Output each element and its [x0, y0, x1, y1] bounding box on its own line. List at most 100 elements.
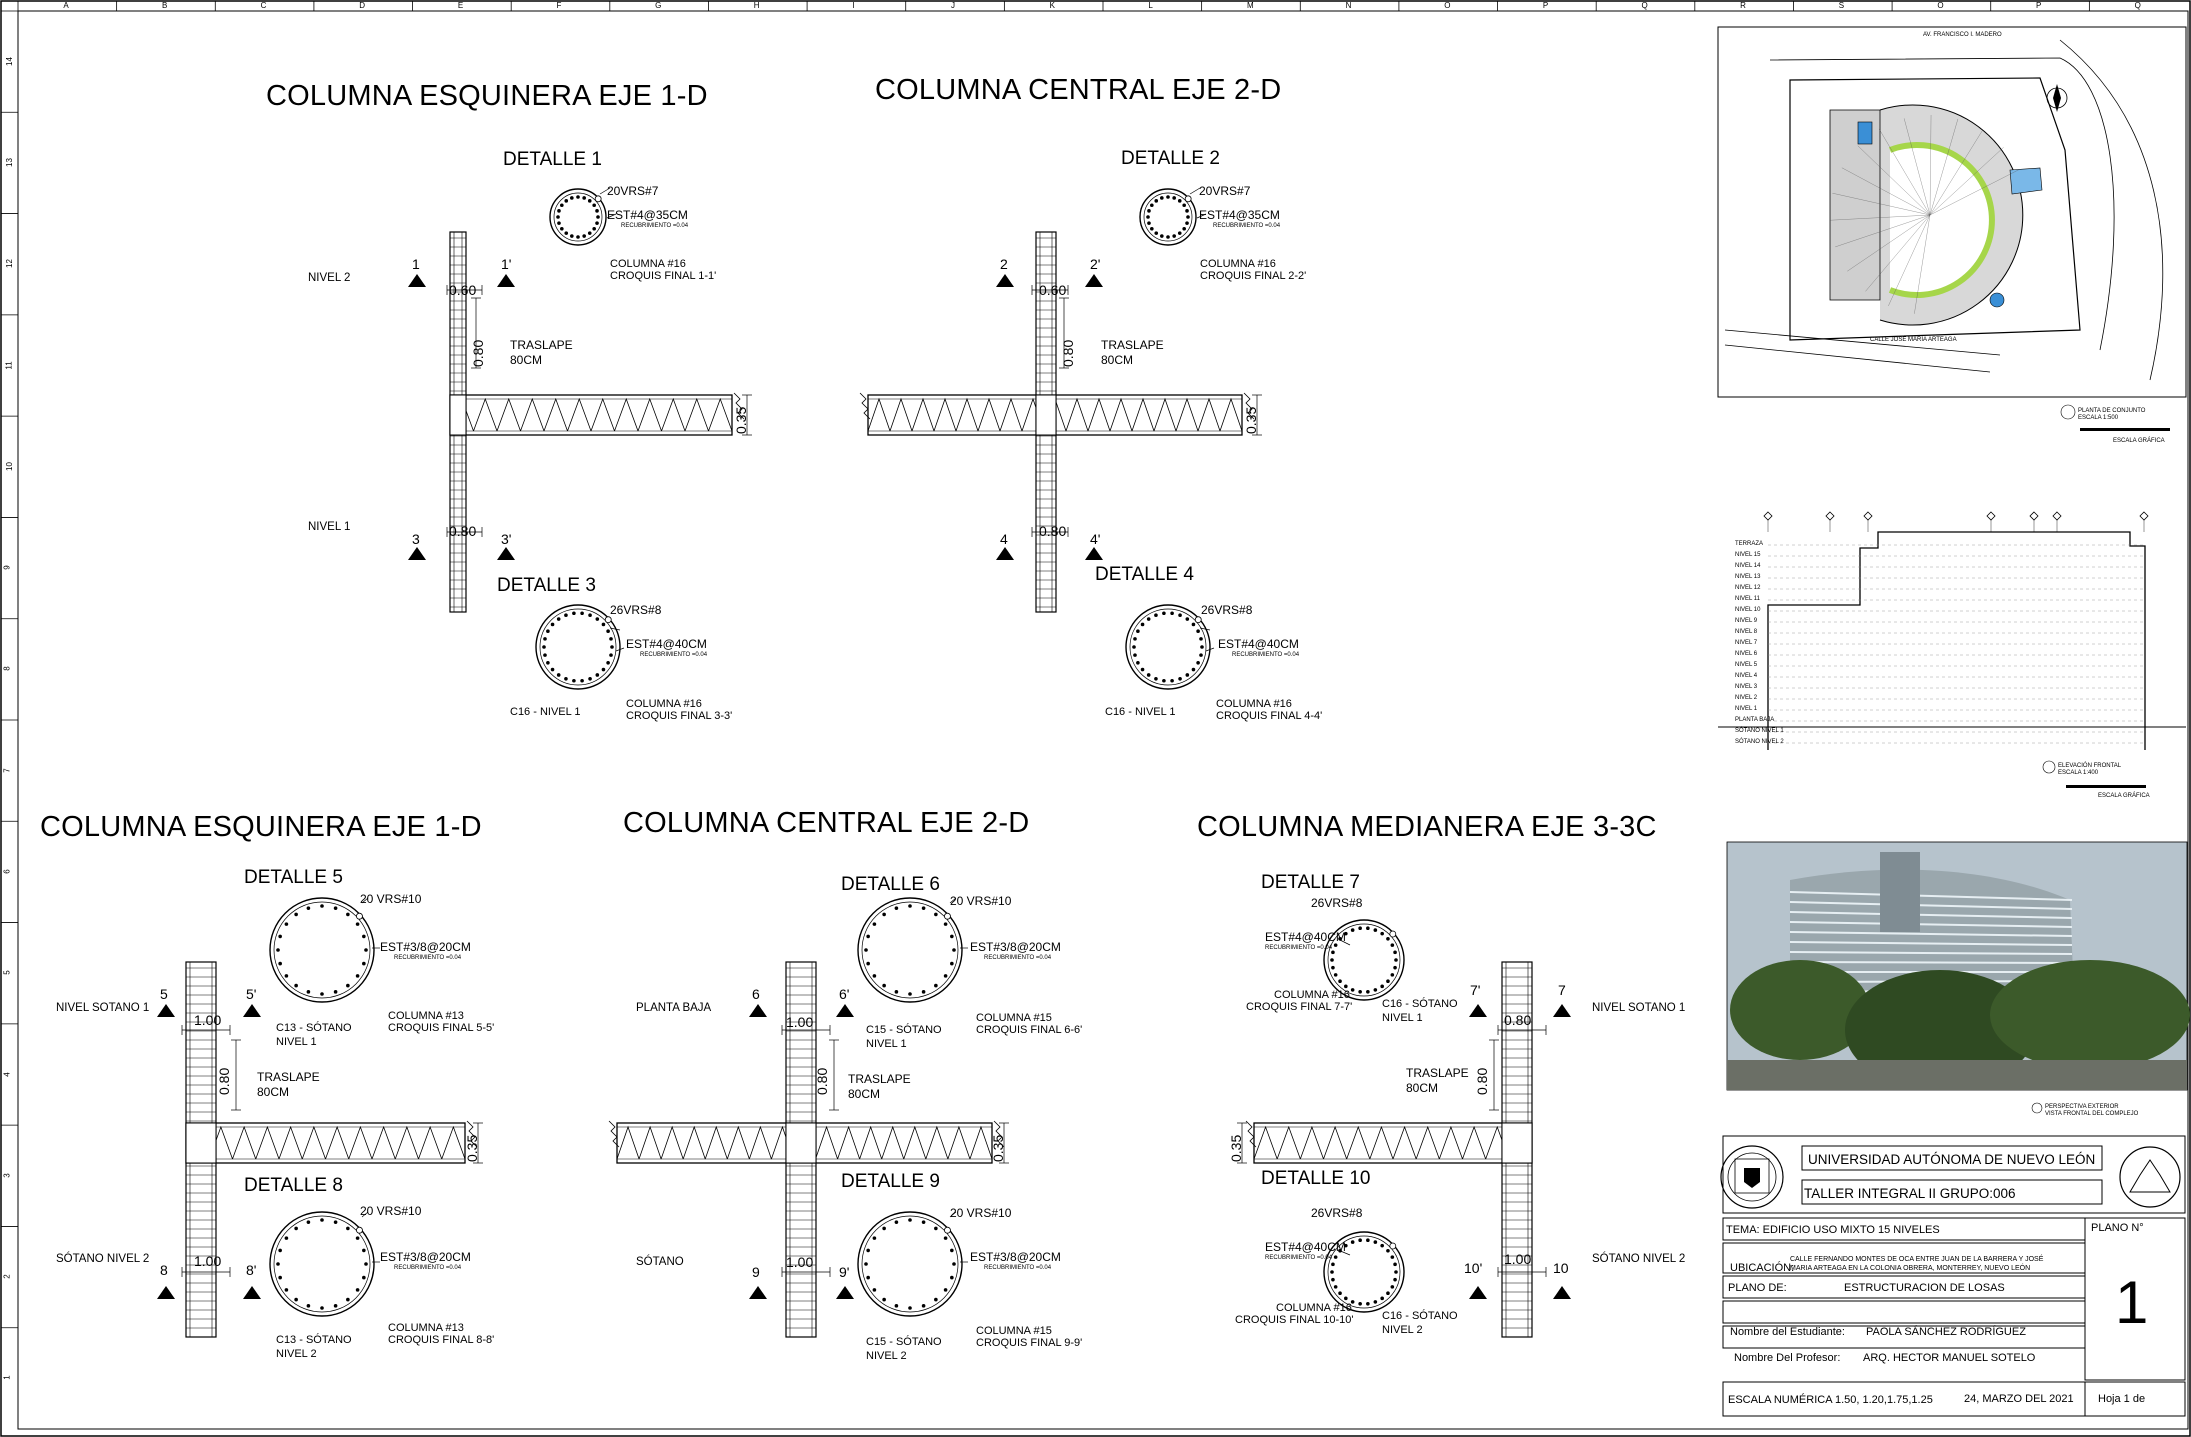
axis-mark: 4	[1000, 531, 1008, 547]
cover-note: RECUBRIMIENTO =0.04	[984, 955, 1052, 961]
grid-col-label: M	[1246, 1, 1254, 10]
elevation-caption: ELEVACIÓN FRONTAL	[2058, 763, 2122, 769]
rebar-label: 20 VRS#10	[950, 1206, 1012, 1220]
dimension-label: 1.00	[786, 1254, 814, 1270]
column-note: COLUMNA #16	[1200, 258, 1276, 270]
cover-note: RECUBRIMIENTO =0.04	[1213, 223, 1281, 229]
level-marker	[497, 274, 515, 287]
structural-details	[157, 187, 1571, 1338]
elevation-level: NIVEL 3	[1735, 684, 1758, 690]
level-label: NIVEL SOTANO 1	[56, 1002, 150, 1014]
grid-col-label: C	[260, 1, 267, 10]
column-section	[857, 1211, 963, 1317]
level-marker	[836, 1004, 854, 1017]
elevation-scale: ESCALA GRÁFICA	[2098, 793, 2150, 799]
dimension-label: 0.80	[1474, 1067, 1490, 1095]
grid-col-label: Q	[1641, 1, 1648, 10]
stirrup-label: EST#3/8@20CM	[380, 940, 471, 954]
cover-note: RECUBRIMIENTO =0.04	[1265, 1255, 1333, 1261]
dimension-label: 0.35	[1243, 406, 1259, 434]
column-section	[549, 188, 607, 246]
detail-title: DETALLE 8	[244, 1175, 343, 1196]
cover-note: RECUBRIMIENTO =0.04	[621, 223, 689, 229]
level-marker	[749, 1286, 767, 1299]
dimension-label: 1.00	[786, 1014, 814, 1030]
column-section	[269, 897, 375, 1003]
axis-mark: 10'	[1464, 1260, 1483, 1276]
rebar-label: 26VRS#8	[1201, 603, 1253, 617]
level-marker	[749, 1004, 767, 1017]
grid-row-label: 10	[4, 461, 14, 471]
column-note: COLUMNA #15	[976, 1325, 1052, 1337]
rebar-label: 20 VRS#10	[950, 894, 1012, 908]
section-name: NIVEL 1	[866, 1038, 907, 1050]
rebar-label: 26VRS#8	[610, 603, 662, 617]
grid-row-label: 3	[2, 1173, 12, 1178]
plano-number: 1	[2115, 1269, 2149, 1336]
traslape-label: TRASLAPE	[1101, 338, 1164, 352]
grid-col-label: G	[655, 1, 662, 10]
axis-mark: 1'	[501, 256, 512, 272]
render-caption: PERSPECTIVA EXTERIOR	[2045, 1104, 2119, 1110]
traslape-label: TRASLAPE	[848, 1072, 911, 1086]
column-section	[1125, 604, 1211, 690]
grid-row-label: 7	[2, 767, 12, 773]
level-marker	[243, 1286, 261, 1299]
inset-drawings	[1717, 26, 2190, 1114]
grid-row-label: 11	[4, 360, 14, 370]
elevation-level: SÓTANO NIVEL 2	[1735, 739, 1784, 745]
dimension-label: 1.00	[1504, 1251, 1532, 1267]
date: 24, MARZO DEL 2021	[1964, 1393, 2074, 1405]
elevation-level: TERRAZA	[1735, 541, 1764, 547]
section-name: C16 - SÓTANO	[1382, 1310, 1458, 1322]
elevation-level: NIVEL 12	[1735, 585, 1761, 591]
detail-title: DETALLE 6	[841, 874, 940, 895]
section-name: C16 - NIVEL 1	[1105, 706, 1176, 718]
level-label: SÓTANO NIVEL 2	[1592, 1253, 1686, 1265]
axis-mark: 9'	[839, 1264, 850, 1280]
column-note: COLUMNA #16	[1216, 698, 1292, 710]
axis-mark: 8	[160, 1262, 168, 1278]
grid-row-label: 14	[4, 56, 14, 66]
level-marker	[157, 1286, 175, 1299]
title-central-bottom: COLUMNA CENTRAL EJE 2-D	[623, 807, 1030, 839]
detail-title: DETALLE 2	[1121, 148, 1220, 169]
cover-note: RECUBRIMIENTO =0.04	[984, 1265, 1052, 1271]
grid-row-label: 4	[2, 1071, 12, 1077]
grid-col-label: J	[951, 1, 956, 10]
cover-note: RECUBRIMIENTO =0.04	[640, 652, 708, 658]
dimension-label: 0.60	[1039, 282, 1067, 298]
dimension-label: 1.00	[194, 1253, 222, 1269]
dimension-label: 0.60	[449, 282, 477, 298]
grid-col-label: S	[1838, 1, 1845, 10]
level-marker	[1085, 547, 1103, 560]
section-name: NIVEL 2	[276, 1348, 317, 1360]
dimension-label: 0.35	[733, 406, 749, 434]
stirrup-label: EST#3/8@20CM	[970, 1250, 1061, 1264]
grid-column-band	[17, 0, 2188, 12]
section-name: C16 - SÓTANO	[1382, 998, 1458, 1010]
plano-value: ESTRUCTURACION DE LOSAS	[1844, 1282, 2005, 1294]
rebar-label: 20VRS#7	[607, 184, 659, 198]
section-name: C13 - SÓTANO	[276, 1022, 352, 1034]
grid-col-label: N	[1345, 1, 1352, 10]
elevation-level: NIVEL 14	[1735, 563, 1761, 569]
level-marker	[1553, 1286, 1571, 1299]
traslape-label: 80CM	[510, 353, 543, 367]
column-section	[857, 897, 963, 1003]
column-note: CROQUIS FINAL 10-10'	[1235, 1314, 1354, 1326]
elevation-level: SÓTANO NIVEL 1	[1735, 728, 1784, 734]
level-marker	[243, 1004, 261, 1017]
column-section	[1323, 919, 1405, 1001]
tema-label: TEMA: EDIFICIO USO MIXTO 15 NIVELES	[1726, 1224, 1940, 1236]
rebar-label: 26VRS#8	[1311, 1206, 1363, 1220]
axis-mark: 6	[752, 986, 760, 1002]
column-note: CROQUIS FINAL 4-4'	[1216, 710, 1323, 722]
site-caption: PLANTA DE CONJUNTO	[2078, 408, 2146, 414]
section-name: NIVEL 1	[276, 1036, 317, 1048]
dimension-label: 0.80	[470, 339, 486, 367]
grid-row-label: 8	[2, 666, 12, 672]
cover-note: RECUBRIMIENTO =0.04	[1265, 945, 1333, 951]
title-esquinera-bottom: COLUMNA ESQUINERA EJE 1-D	[40, 811, 482, 843]
